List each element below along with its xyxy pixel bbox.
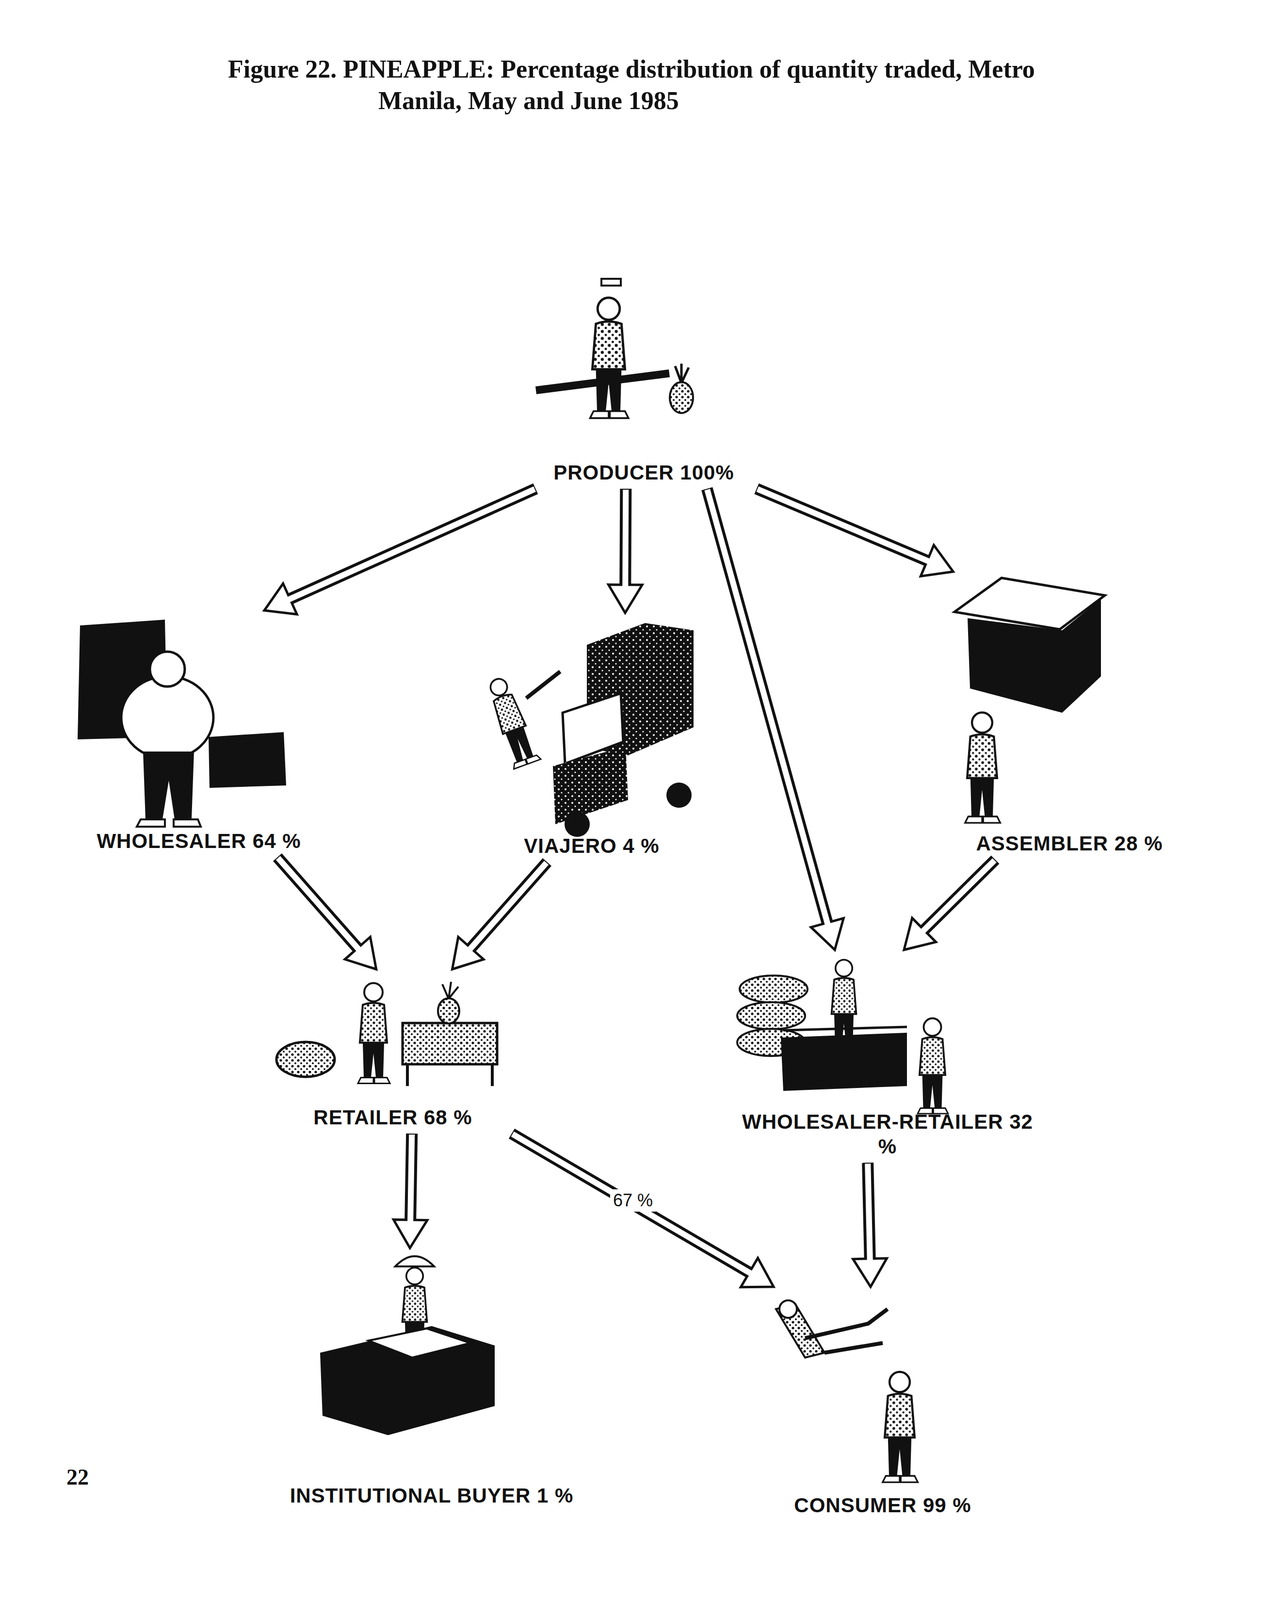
arrow-hollow [625,489,626,588]
flow-arrow [707,488,844,951]
arrow-hollow [410,1134,412,1224]
actor-label: ASSEMBLER 28 % [975,831,1163,857]
actor-label: CONSUMER 99 % [793,1493,971,1519]
flow-arrow [756,488,954,577]
figure-title: Figure 22. PINEAPPLE: Percentage distrib… [227,53,1077,117]
actor-label: RETAILER 68 % [313,1105,472,1131]
arrow-hollow [757,489,931,563]
arrow-head [853,1258,888,1288]
flow-arrow [904,859,996,951]
flow-arrow [264,488,536,615]
arrow-head [608,584,643,614]
flow-arrow [393,1133,428,1249]
arrow-hollow [277,858,360,951]
arrow-hollow [468,862,547,951]
market-actor: PRODUCER 100% [531,276,757,485]
arrow-hollow [867,1164,871,1262]
market-actor: INSTITUTIONAL BUYER 1 % [276,1251,587,1509]
actor-label: WHOLESALER 64 % [96,829,301,854]
arrow-hollow [512,1134,752,1275]
actor-label: PRODUCER 100% [553,460,734,485]
actor-label: WHOLESALER-RETAILER 32 % [732,1110,1043,1160]
page-number: 22 [66,1464,89,1491]
arrow-hollow [287,489,535,601]
market-actor: WHOLESALER-RETAILER 32 % [722,953,1053,1160]
market-actor: ASSEMBLER 28 % [945,574,1194,857]
flow-arrow [853,1163,888,1288]
flow-share: 67 % [610,1189,656,1213]
arrow-hollow [707,489,828,926]
flow-arrow [511,1133,774,1288]
actor-label: VIAJERO 4 % [523,834,660,859]
arrow-head [393,1219,428,1249]
flow-arrow [608,488,643,614]
market-actor: RETAILER 68 % [274,972,512,1131]
flow-arrow [452,862,548,970]
market-actor: VIAJERO 4 % [480,615,704,859]
arrow-hollow [921,860,995,933]
actor-label: INSTITUTIONAL BUYER 1 % [290,1484,574,1509]
flow-arrow [277,857,377,970]
market-actor: WHOLESALER 64 % [67,613,330,854]
market-actor: CONSUMER 99 % [761,1290,1004,1519]
